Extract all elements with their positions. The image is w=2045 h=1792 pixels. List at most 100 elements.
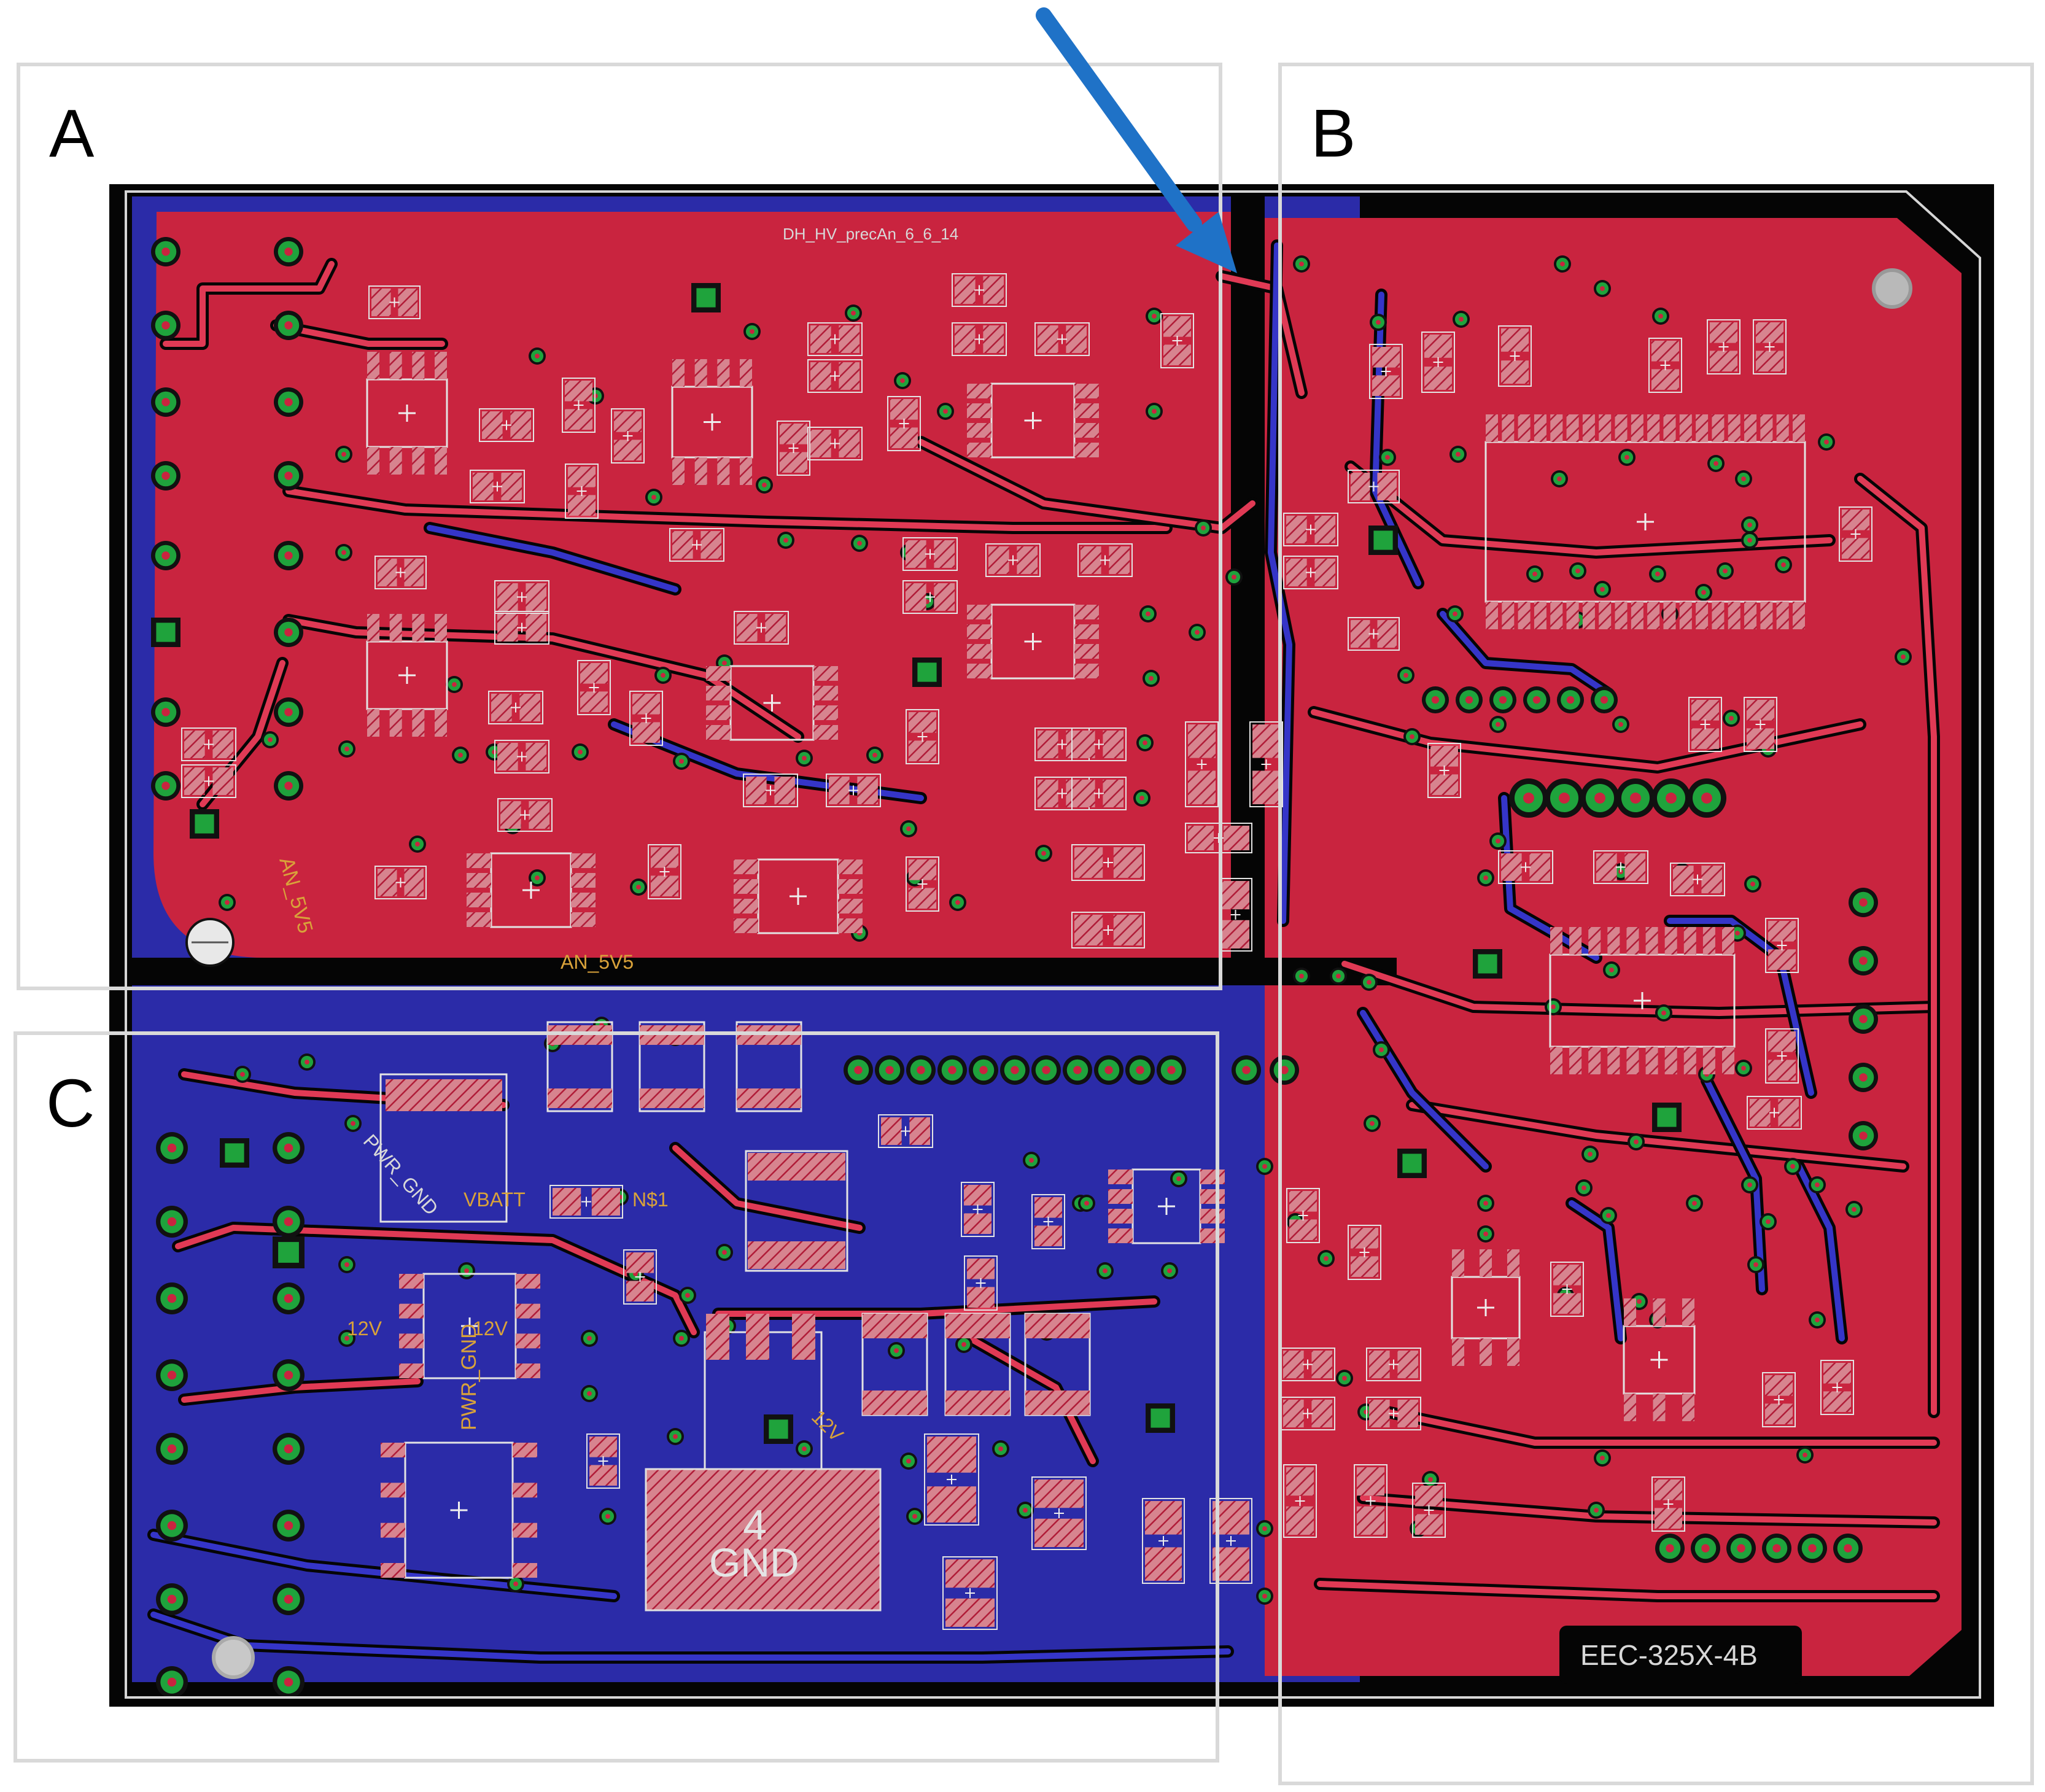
- silk-outline: [1765, 918, 1799, 973]
- ic-pin: [571, 873, 596, 888]
- smd-pad: [473, 473, 494, 500]
- smd-pad: [934, 540, 955, 568]
- pad-drill: [1766, 1219, 1771, 1224]
- capacitor-footprint: [1024, 1313, 1091, 1416]
- smd-component: [985, 543, 1041, 577]
- pad-drill: [161, 398, 170, 406]
- via-pad: [1741, 1176, 1758, 1193]
- smd-component: [906, 709, 939, 764]
- pointer-arrow: [1036, 7, 1237, 273]
- via-pad: [273, 1236, 305, 1268]
- via-pad: [151, 697, 180, 727]
- silk-outline: [494, 580, 549, 614]
- smd-component: [648, 844, 681, 899]
- ic-pin: [838, 859, 863, 874]
- smd-pad: [1553, 1265, 1581, 1286]
- smd-pad: [1351, 1228, 1378, 1249]
- smd-component: [1185, 721, 1219, 807]
- smd-pad: [1351, 473, 1370, 500]
- ic-pin: [1653, 1394, 1666, 1421]
- copper-trace: [1501, 795, 1599, 961]
- via-pad: [1687, 778, 1726, 818]
- via-pad: [458, 1262, 475, 1279]
- smd-pad: [780, 452, 807, 473]
- mounting-hole-bottom-left: [212, 1636, 255, 1679]
- via-pad: [654, 667, 672, 684]
- ic-pin: [467, 873, 491, 888]
- via-pad: [274, 237, 303, 266]
- smd-pad: [1188, 770, 1216, 804]
- ic-pin: [1480, 1249, 1492, 1277]
- ic-pin: [1728, 414, 1740, 442]
- smd-pad: [700, 531, 721, 559]
- via-pad: [845, 304, 862, 322]
- smd-pad: [748, 1153, 845, 1181]
- smd-component: [906, 856, 939, 912]
- silk-outline: [1348, 1225, 1381, 1280]
- ic-pin: [1624, 1298, 1636, 1326]
- smd-pad: [1351, 620, 1370, 648]
- pad-drill: [344, 747, 349, 751]
- pad-drill: [284, 551, 293, 560]
- ic-pin: [1550, 927, 1562, 955]
- section-label-a: A: [49, 96, 95, 171]
- ic-pin: [389, 709, 402, 737]
- vreg-pin-number: 4: [743, 1501, 767, 1549]
- smd-component: [1765, 918, 1799, 973]
- smd-pad: [863, 1391, 927, 1415]
- smd-pad: [1286, 516, 1307, 543]
- pad-drill: [1753, 1262, 1758, 1267]
- via-pad: [156, 1359, 188, 1391]
- pad-drill: [1692, 1201, 1697, 1206]
- silk-outline: [1348, 470, 1400, 503]
- pad-drill: [1532, 572, 1537, 576]
- smd-component: [964, 1255, 998, 1311]
- ic-pin: [1582, 602, 1595, 629]
- pad-drill: [1041, 851, 1046, 856]
- ic-body-outline: [1549, 953, 1736, 1048]
- ic-pin: [435, 352, 447, 379]
- pad-drill: [1262, 1164, 1267, 1169]
- via-pad: [1616, 778, 1655, 818]
- silk-outline: [1077, 543, 1133, 577]
- ic-pin: [1679, 414, 1692, 442]
- smd-pad: [1113, 915, 1142, 945]
- smd-pad: [497, 614, 518, 642]
- pad-drill: [415, 842, 420, 847]
- ic-pin: [1728, 602, 1740, 629]
- via-pad: [1594, 280, 1611, 297]
- via-pad: [151, 771, 180, 801]
- silk-outline: [565, 464, 599, 519]
- pad-drill: [673, 1434, 678, 1439]
- via-pad: [667, 1428, 684, 1445]
- pad-drill: [998, 1446, 1003, 1451]
- ic-footprint: [967, 603, 1099, 680]
- via-pad: [1397, 1149, 1427, 1178]
- via-pad: [756, 476, 773, 494]
- smd-pad: [580, 691, 608, 712]
- smd-pad: [1314, 559, 1335, 586]
- via-pad: [1849, 888, 1878, 917]
- via-pad: [955, 1336, 972, 1353]
- via-pad: [599, 1508, 616, 1525]
- via-pad: [1735, 1060, 1752, 1077]
- ic-pin: [435, 447, 447, 475]
- via-pad: [894, 372, 911, 389]
- via-pad: [1594, 581, 1611, 598]
- ic-pin: [1607, 927, 1620, 955]
- via-pad: [1691, 1534, 1720, 1563]
- ic-pin: [1566, 602, 1579, 629]
- pad-copper: [225, 1143, 244, 1163]
- via-pad: [1446, 605, 1464, 623]
- pad-drill: [1428, 1477, 1433, 1482]
- ic-pin: [1744, 602, 1757, 629]
- net-vbatt: VBATT: [464, 1189, 526, 1211]
- ic-pin: [399, 1303, 424, 1319]
- via-pad: [777, 532, 794, 549]
- smd-component: [1753, 319, 1787, 374]
- smd-pad: [672, 531, 693, 559]
- copper-trace: [1317, 1581, 1937, 1599]
- pad-drill: [1701, 590, 1706, 595]
- c7-footprint: [745, 1150, 848, 1272]
- ic-pin: [967, 423, 991, 438]
